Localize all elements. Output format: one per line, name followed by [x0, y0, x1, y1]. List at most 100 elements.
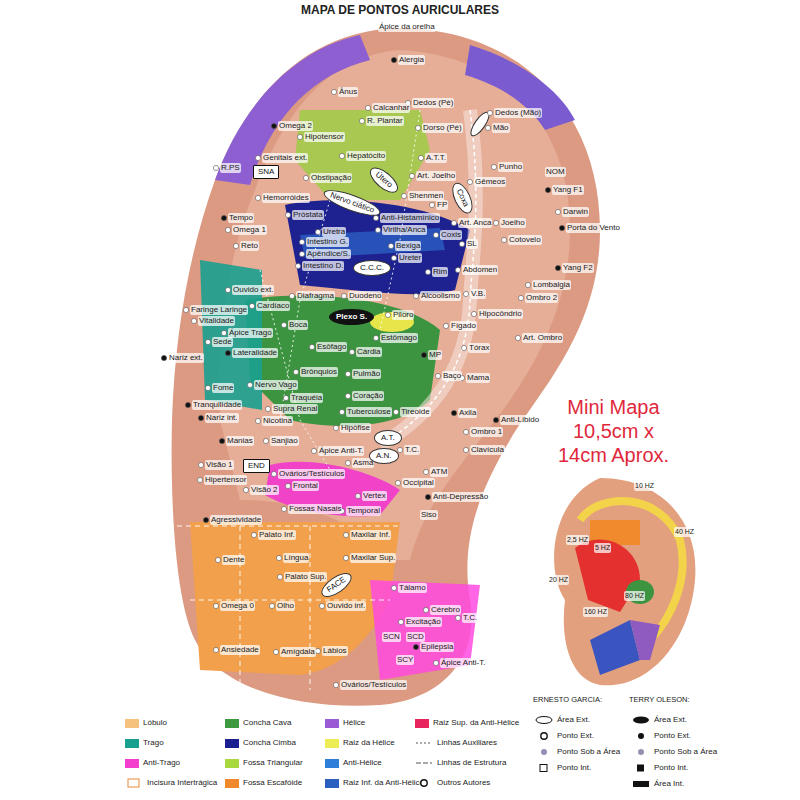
point-label: Sanjiao	[270, 436, 299, 446]
legend-shape	[633, 781, 649, 787]
legend-symbol	[632, 747, 650, 757]
antihelix-band	[380, 110, 476, 445]
area-oval: Coxa	[448, 180, 476, 216]
point-dot	[423, 469, 428, 474]
point-dot	[251, 532, 256, 537]
legend-symbol	[535, 715, 553, 725]
node-text: Útero	[374, 170, 395, 189]
frequency-label: 2,5 HZ	[566, 535, 589, 545]
auxiliary-lines	[150, 526, 400, 700]
legend-swatch	[125, 739, 139, 748]
mini-map-note: Mini Mapa 10,5cm x 14cm Aprox.	[545, 395, 682, 467]
point-label: Ápice Anti-T.	[440, 658, 486, 668]
legend-text: Incisura Intertrágica	[147, 778, 217, 788]
point-dot	[219, 438, 224, 443]
point-label: Joelho	[500, 218, 526, 228]
frequency-label: 80 HZ	[624, 591, 645, 601]
point-label: Baço	[442, 371, 462, 381]
point-label: Dente	[222, 555, 245, 565]
legend-swatch	[325, 759, 339, 768]
point-label: Bexiga	[395, 241, 421, 251]
point-dot	[221, 215, 226, 220]
point-label: Próstata	[292, 210, 324, 220]
point-dot	[487, 110, 492, 115]
point-dot	[213, 647, 218, 652]
point-dot	[401, 193, 406, 198]
legend-item: Outros Autores	[415, 778, 490, 788]
legend-item: Área Ext.	[632, 715, 687, 725]
legend-text: Fossa Triangular	[243, 758, 303, 768]
point-dot	[191, 318, 196, 323]
point-dot	[303, 175, 308, 180]
point-label: Yang F2	[562, 263, 594, 273]
point-label: Epilepsia	[420, 642, 454, 652]
point-dot	[161, 355, 166, 360]
point-label: Yang F1	[552, 185, 584, 195]
legend-shape	[416, 763, 432, 764]
frequency-label: 10 HZ	[634, 481, 655, 491]
node-text: SNA	[258, 167, 274, 176]
point-label: Alergia	[398, 55, 425, 65]
point-label: Nariz ext.	[168, 353, 204, 363]
legend-item: Ponto Sob a Área	[535, 747, 620, 757]
legend-item: Raiz Sup. da Anti-Hélice	[415, 718, 519, 728]
point-label: T.C.	[462, 613, 478, 623]
point-label: Agressividade	[210, 515, 262, 525]
legend-text: Concha Cimba	[243, 738, 296, 748]
legend-heading: TERRY OLESON:	[628, 695, 691, 705]
point-dot	[225, 287, 230, 292]
area-oval: A.T.	[374, 430, 402, 446]
point-label: Traquéia	[290, 393, 323, 403]
point-dot	[491, 164, 496, 169]
point-dot	[467, 179, 472, 184]
legend-item: Incisura Intertrágica	[125, 778, 217, 788]
point-label: Fome	[212, 383, 234, 393]
point-label: Lábios	[322, 646, 348, 656]
point-label: Darwin	[562, 207, 589, 217]
point-dot	[391, 57, 396, 62]
point-label: Ovários/Testículos	[340, 680, 407, 690]
point-dot	[213, 165, 218, 170]
point-label: Alcoolismo	[420, 291, 461, 301]
legend-swatch	[325, 739, 339, 748]
legend-text: Outros Autores	[437, 778, 490, 788]
point-label: Visão 1	[205, 460, 234, 470]
point-dot	[501, 237, 506, 242]
point-dot	[435, 373, 440, 378]
label-box: END	[243, 459, 270, 473]
point-label: Tempo	[228, 213, 254, 223]
point-dot	[485, 125, 490, 130]
point-dot	[339, 409, 344, 414]
point-label: Anti-Líbido	[500, 415, 540, 425]
point-label: Fígado	[450, 321, 477, 331]
point-dot	[463, 447, 468, 452]
legend-symbol	[632, 763, 650, 773]
point-label: Esôfago	[316, 342, 347, 352]
legend-shape	[638, 733, 644, 739]
title: MAPA DE PONTOS AURICULARES	[0, 3, 800, 17]
point-dot	[331, 89, 336, 94]
point-dot	[555, 209, 560, 214]
point-dot	[555, 265, 560, 270]
point-dot	[388, 243, 393, 248]
legend-symbol	[415, 778, 433, 788]
node-text: A.N.	[376, 451, 392, 460]
point-label: Palato Inf.	[258, 530, 296, 540]
point-label: V.B.	[470, 289, 486, 299]
point-dot	[413, 644, 418, 649]
point-dot	[365, 105, 370, 110]
legend-swatch	[415, 719, 429, 728]
legend-symbol	[535, 731, 553, 741]
point-label: Cárdia	[356, 347, 382, 357]
point-dot	[299, 251, 304, 256]
point-dot	[493, 220, 498, 225]
point-dot	[273, 649, 278, 654]
legend-shape	[637, 765, 644, 772]
point-label: SCN	[382, 632, 401, 642]
point-label: Supra Renal	[272, 404, 318, 414]
legend-item: Concha Cava	[225, 718, 291, 728]
point-label: Ouvido ext.	[232, 285, 274, 295]
point-label: Apêndice/S.	[306, 249, 351, 259]
point-dot	[265, 406, 270, 411]
